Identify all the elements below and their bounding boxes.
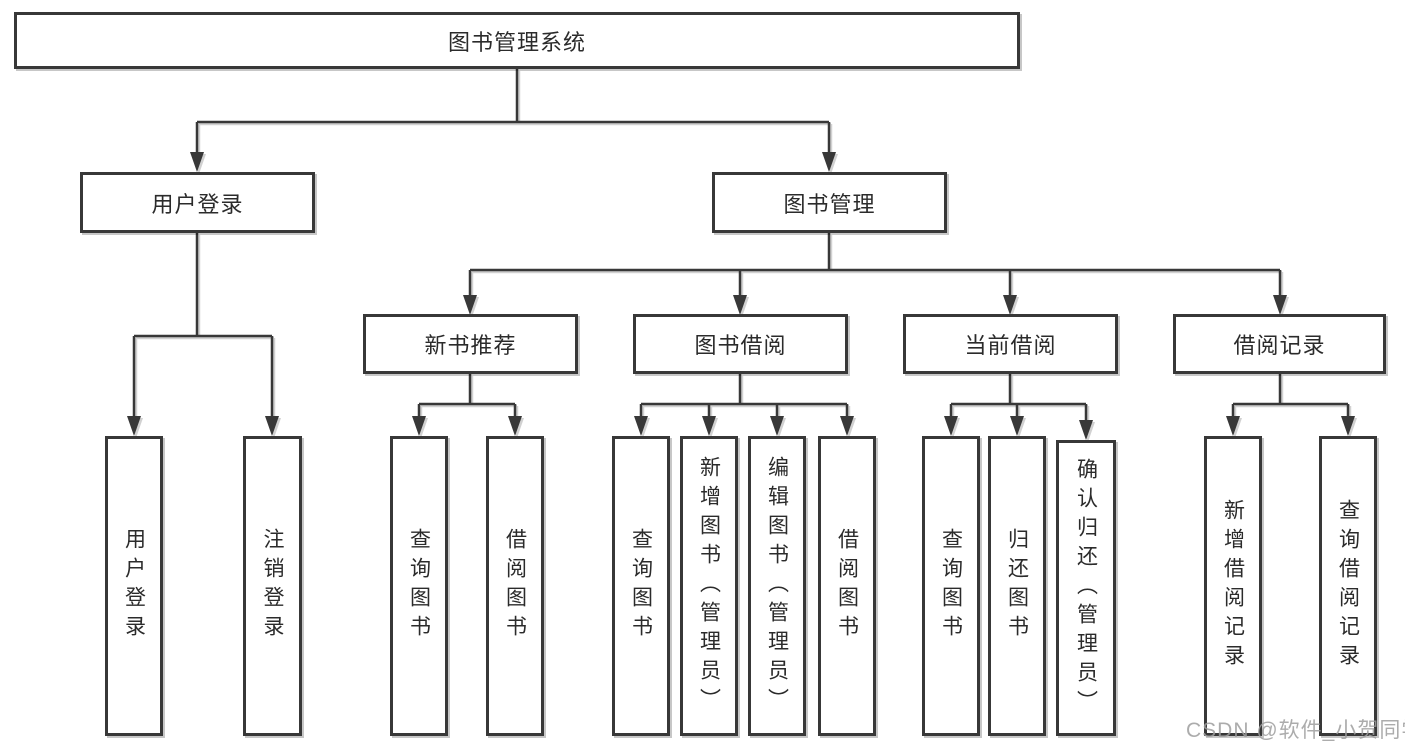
connector-user-login-branch: [132, 233, 274, 417]
leaf-records-add: 新增借阅记录: [1204, 436, 1262, 736]
connector-book-borrow-branch: [639, 374, 849, 417]
leaf-current-query: 查询图书: [922, 436, 980, 736]
node-book-mgmt: 图书管理: [712, 172, 947, 233]
arrowheads: [127, 152, 1355, 440]
node-current-borrow: 当前借阅: [903, 314, 1118, 374]
leaf-newbooks-query: 查询图书: [390, 436, 448, 736]
node-borrow-records: 借阅记录: [1173, 314, 1386, 374]
node-user-login-label: 用户登录: [151, 191, 244, 217]
node-borrow-records-label: 借阅记录: [1233, 333, 1326, 358]
leaf-logout-label: 注销登录: [261, 528, 284, 644]
connector-new-books-branch: [417, 374, 517, 417]
node-book-mgmt-label: 图书管理: [783, 191, 876, 217]
leaf-current-confirm: 确认归还（管理员）: [1056, 440, 1116, 736]
leaf-borrow-edit: 编辑图书（管理员）: [748, 436, 806, 736]
leaf-current-query-label: 查询图书: [939, 528, 963, 644]
leaf-borrow-borrow-label: 借阅图书: [835, 528, 859, 644]
leaf-borrow-add-label: 新增图书（管理员）: [697, 455, 721, 717]
node-root-label: 图书管理系统: [447, 29, 586, 55]
connector-borrow-records-branch: [1231, 374, 1350, 417]
leaf-records-query: 查询借阅记录: [1319, 436, 1377, 736]
leaf-current-return-label: 归还图书: [1005, 528, 1029, 644]
leaf-records-query-label: 查询借阅记录: [1336, 499, 1360, 673]
node-new-books-label: 新书推荐: [424, 333, 517, 358]
leaf-user-login-label: 用户登录: [122, 528, 146, 644]
leaf-user-login: 用户登录: [105, 436, 163, 736]
leaf-current-return: 归还图书: [988, 436, 1046, 736]
leaf-borrow-query-label: 查询图书: [629, 528, 653, 644]
node-user-login: 用户登录: [80, 172, 315, 233]
leaf-records-add-label: 新增借阅记录: [1221, 499, 1245, 673]
leaf-borrow-query: 查询图书: [612, 436, 670, 736]
node-root: 图书管理系统: [14, 12, 1020, 69]
node-book-borrow: 图书借阅: [633, 314, 848, 374]
leaf-borrow-add: 新增图书（管理员）: [680, 436, 738, 736]
node-current-borrow-label: 当前借阅: [964, 333, 1057, 358]
leaf-borrow-borrow: 借阅图书: [818, 436, 876, 736]
node-new-books: 新书推荐: [363, 314, 578, 374]
leaf-borrow-edit-label: 编辑图书（管理员）: [765, 455, 789, 717]
csdn-watermark: CSDN @软件_小贺同学: [1186, 719, 1405, 742]
leaf-newbooks-borrow: 借阅图书: [486, 436, 544, 736]
leaf-newbooks-borrow-label: 借阅图书: [503, 528, 527, 644]
connector-book-mgmt-branch: [468, 233, 1282, 296]
leaf-newbooks-query-label: 查询图书: [407, 528, 431, 644]
leaf-current-confirm-label: 确认归还（管理员）: [1074, 457, 1098, 719]
connector-current-borrow-branch: [949, 374, 1088, 421]
connector-root-stem: [195, 69, 831, 153]
leaf-logout: 注销登录: [243, 436, 302, 736]
node-book-borrow-label: 图书借阅: [694, 333, 787, 358]
